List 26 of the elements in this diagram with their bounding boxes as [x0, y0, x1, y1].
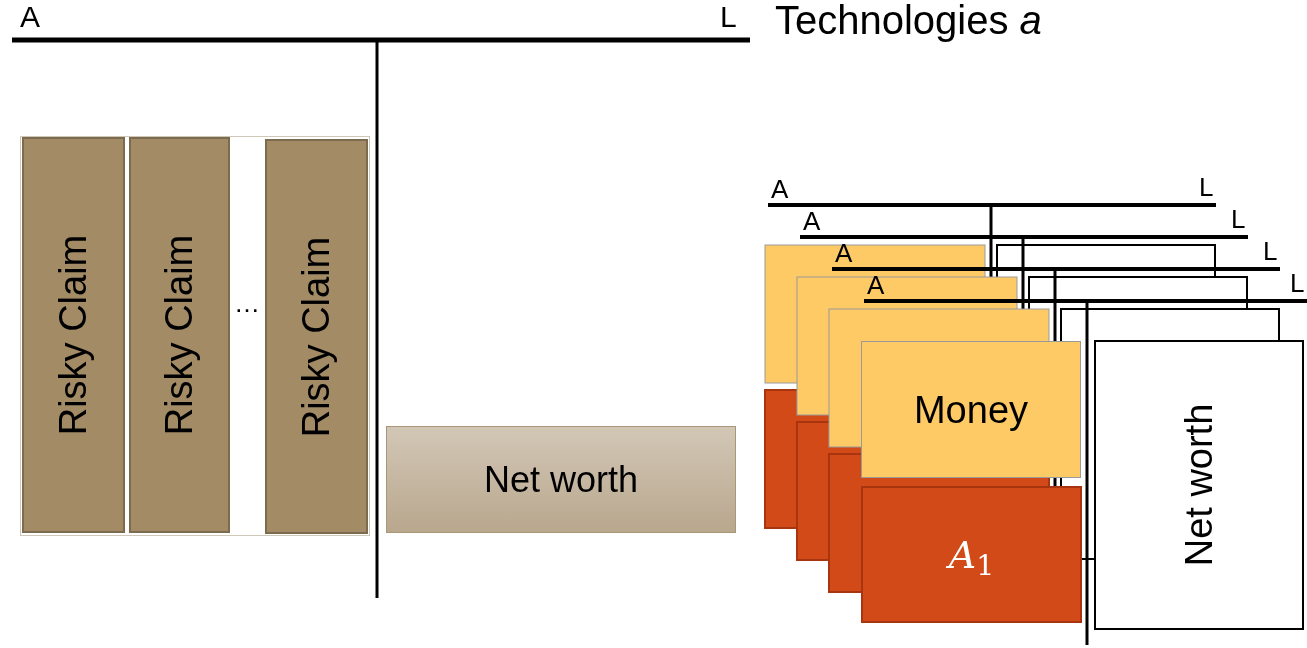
t-account-label: L [720, 2, 737, 32]
equity-block [1094, 340, 1304, 630]
t-account-label: L [1263, 238, 1278, 264]
t-account-label: A [867, 272, 885, 298]
t-account-label: L [1231, 206, 1246, 232]
equity-block [386, 426, 736, 533]
block-label: Net worth [483, 461, 639, 498]
money-block [861, 341, 1081, 478]
block-label: A$_{1}$ [948, 535, 995, 574]
asset-block [861, 486, 1082, 623]
block-label: Risky Claim [54, 234, 93, 436]
t-account-label: A [803, 208, 821, 234]
block-label: Risky Claim [297, 236, 336, 437]
t-account-label: A [835, 240, 853, 266]
t-account-label: … [234, 290, 260, 316]
t-account-label: A [20, 2, 40, 32]
asset-block [22, 137, 125, 533]
t-account-label: A [771, 176, 789, 202]
asset-block [129, 137, 230, 533]
block-label: Net worth [1180, 403, 1218, 567]
t-account-label: Technologies a [775, 0, 1042, 40]
block-label: Risky Claim [160, 234, 199, 436]
t-account-label: L [1199, 174, 1214, 200]
t-account-label: L [1290, 270, 1305, 296]
block-label: Money [913, 390, 1029, 429]
asset-block [265, 139, 368, 534]
